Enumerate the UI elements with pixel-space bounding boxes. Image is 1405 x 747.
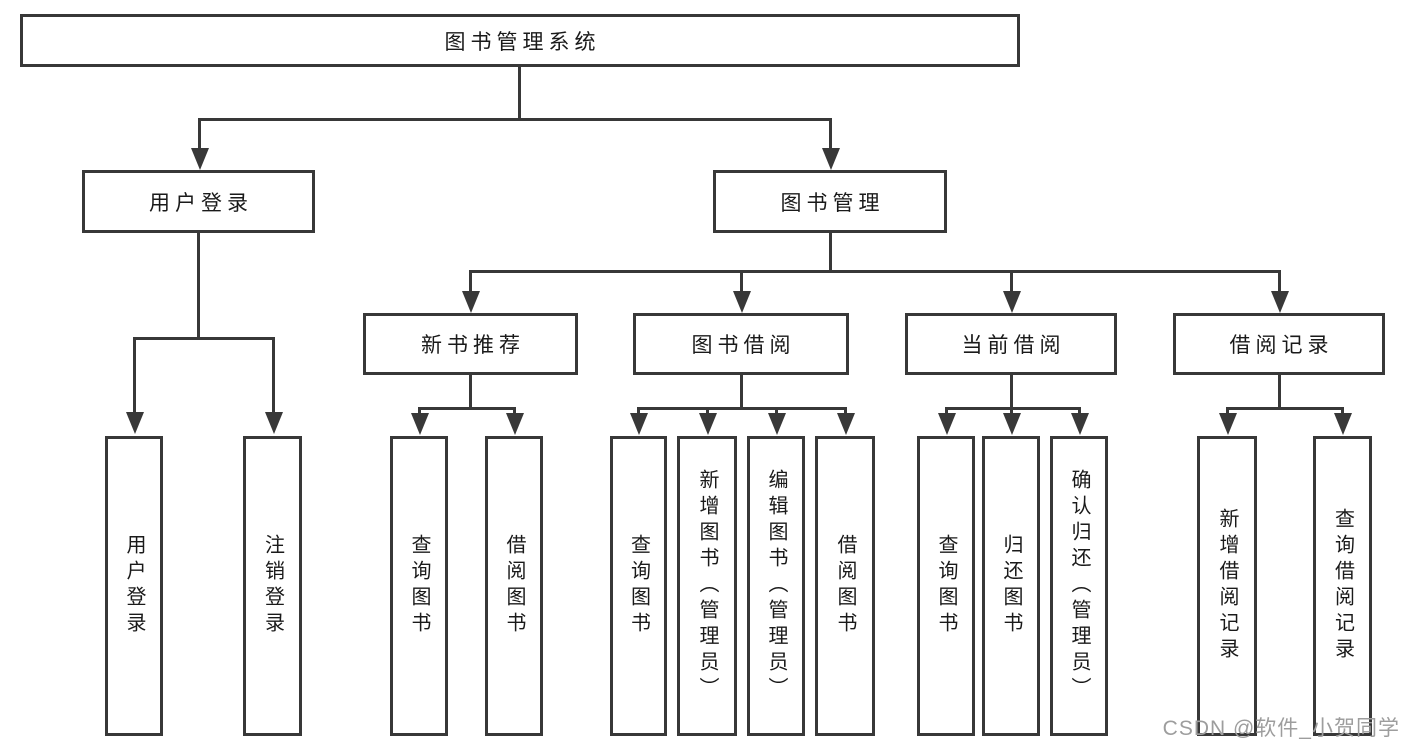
node-current-borrow: 当前借阅 bbox=[905, 313, 1117, 375]
node-root: 图书管理系统 bbox=[20, 14, 1020, 67]
leaf-newbook-borrow: 借阅图书 bbox=[485, 436, 543, 736]
arrow-down-icon bbox=[937, 407, 956, 435]
leaf-record-add: 新增借阅记录 bbox=[1197, 436, 1257, 736]
arrow-down-icon bbox=[264, 337, 283, 434]
arrow-down-icon bbox=[1070, 407, 1089, 435]
connector-line bbox=[197, 233, 200, 337]
arrow-down-icon bbox=[1333, 407, 1352, 435]
leaf-record-query: 查询借阅记录 bbox=[1313, 436, 1372, 736]
arrow-down-icon bbox=[1002, 270, 1021, 313]
leaf-borrow-edit-admin: 编辑图书（管理员） bbox=[747, 436, 805, 736]
arrow-down-icon bbox=[461, 270, 480, 313]
connector-line bbox=[637, 407, 846, 410]
arrow-down-icon bbox=[698, 407, 717, 435]
connector-line bbox=[469, 375, 472, 407]
connector-line bbox=[1010, 375, 1013, 407]
connector-line bbox=[418, 407, 515, 410]
node-borrow-record: 借阅记录 bbox=[1173, 313, 1385, 375]
arrow-down-icon bbox=[821, 118, 840, 170]
leaf-current-confirm-admin: 确认归还（管理员） bbox=[1050, 436, 1108, 736]
connector-line bbox=[133, 337, 274, 340]
node-book-mgmt: 图书管理 bbox=[713, 170, 947, 233]
leaf-current-return: 归还图书 bbox=[982, 436, 1040, 736]
arrow-down-icon bbox=[767, 407, 786, 435]
arrow-down-icon bbox=[1218, 407, 1237, 435]
connector-line bbox=[1278, 375, 1281, 407]
arrow-down-icon bbox=[1270, 270, 1289, 313]
connector-line bbox=[1226, 407, 1343, 410]
connector-line bbox=[829, 233, 832, 270]
arrow-down-icon bbox=[505, 407, 524, 435]
node-book-borrow: 图书借阅 bbox=[633, 313, 849, 375]
connector-line bbox=[740, 375, 743, 407]
leaf-borrow-add-admin: 新增图书（管理员） bbox=[677, 436, 737, 736]
connector-line bbox=[198, 118, 831, 121]
leaf-current-query: 查询图书 bbox=[917, 436, 975, 736]
arrow-down-icon bbox=[1002, 407, 1021, 435]
arrow-down-icon bbox=[732, 270, 751, 313]
node-user-login: 用户登录 bbox=[82, 170, 315, 233]
leaf-borrow-query: 查询图书 bbox=[610, 436, 667, 736]
connector-line bbox=[518, 67, 521, 118]
leaf-logout: 注销登录 bbox=[243, 436, 302, 736]
arrow-down-icon bbox=[190, 118, 209, 170]
leaf-borrow-borrow: 借阅图书 bbox=[815, 436, 875, 736]
leaf-user-login: 用户登录 bbox=[105, 436, 163, 736]
arrow-down-icon bbox=[629, 407, 648, 435]
node-new-book: 新书推荐 bbox=[363, 313, 578, 375]
arrow-down-icon bbox=[410, 407, 429, 435]
arrow-down-icon bbox=[836, 407, 855, 435]
leaf-newbook-query: 查询图书 bbox=[390, 436, 448, 736]
connector-line bbox=[469, 270, 1280, 273]
watermark-text: CSDN @软件_小贺同学 bbox=[1162, 717, 1400, 740]
arrow-down-icon bbox=[125, 337, 144, 434]
